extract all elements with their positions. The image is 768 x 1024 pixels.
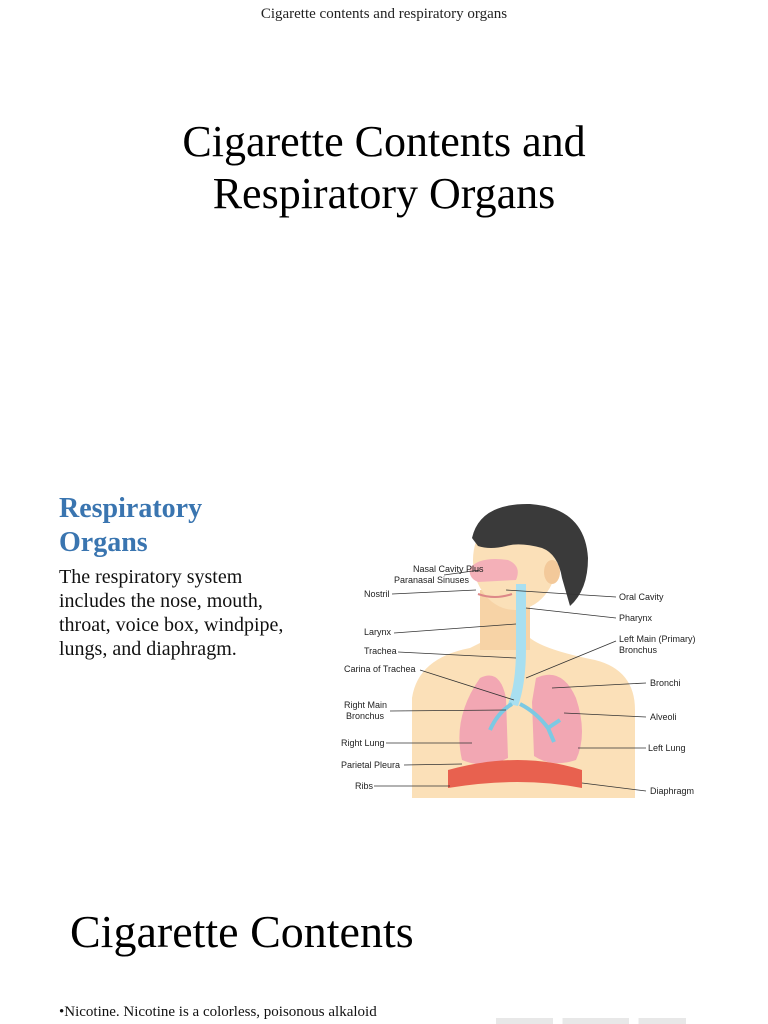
page-title: Cigarette Contents and Respiratory Organ…	[0, 116, 768, 220]
label-right-main-2: Bronchus	[346, 711, 385, 721]
page-title-line-2: Respiratory Organs	[212, 169, 556, 218]
label-trachea: Trachea	[364, 646, 397, 656]
label-bronchi: Bronchi	[650, 678, 681, 688]
label-pharynx: Pharynx	[619, 613, 653, 623]
respiratory-heading-line-2: Organs	[59, 527, 148, 558]
page-header: Cigarette contents and respiratory organ…	[260, 6, 508, 22]
label-nasal-cavity-2: Paranasal Sinuses	[394, 575, 470, 585]
right-lung-illustration	[459, 675, 508, 765]
respiratory-diagram-svg: Nasal Cavity Plus Paranasal Sinuses Nost…	[341, 503, 696, 798]
nasal-cavity-illustration	[469, 559, 518, 582]
label-left-main-1: Left Main (Primary)	[619, 634, 696, 644]
label-larynx: Larynx	[364, 627, 392, 637]
trachea-illustration	[508, 584, 526, 706]
respiratory-system-diagram: Nasal Cavity Plus Paranasal Sinuses Nost…	[330, 498, 710, 800]
respiratory-heading-line-1: Respiratory	[59, 493, 203, 524]
nicotine-bullet: •Nicotine. Nicotine is a colorless, pois…	[59, 1004, 377, 1020]
label-diaphragm: Diaphragm	[650, 786, 694, 796]
page-title-line-1: Cigarette Contents and	[182, 117, 586, 166]
mouth-illustration	[477, 593, 513, 598]
respiratory-organs-description: The respiratory system includes the nose…	[59, 566, 284, 660]
leader-lines	[374, 569, 647, 792]
label-oral-cavity: Oral Cavity	[619, 592, 664, 602]
label-left-lung: Left Lung	[648, 743, 686, 753]
hair-illustration	[472, 503, 588, 606]
label-nostril: Nostril	[364, 589, 390, 599]
bronchi-illustration	[488, 702, 562, 743]
ear-illustration	[544, 560, 560, 584]
label-right-main-1: Right Main	[344, 700, 387, 710]
respiratory-organs-heading: Respiratory Organs	[59, 492, 299, 560]
label-left-main-2: Bronchus	[619, 645, 658, 655]
label-carina: Carina of Trachea	[344, 664, 416, 674]
faded-text-fragment	[496, 1018, 686, 1024]
label-nasal-cavity-1: Nasal Cavity Plus	[413, 564, 484, 574]
left-lung-illustration	[532, 674, 582, 764]
label-ribs: Ribs	[355, 781, 374, 791]
diaphragm-illustration	[448, 760, 582, 788]
label-alveoli: Alveoli	[650, 712, 677, 722]
label-parietal-pleura: Parietal Pleura	[341, 760, 400, 770]
cigarette-contents-heading: Cigarette Contents	[70, 906, 414, 957]
label-right-lung: Right Lung	[341, 738, 385, 748]
